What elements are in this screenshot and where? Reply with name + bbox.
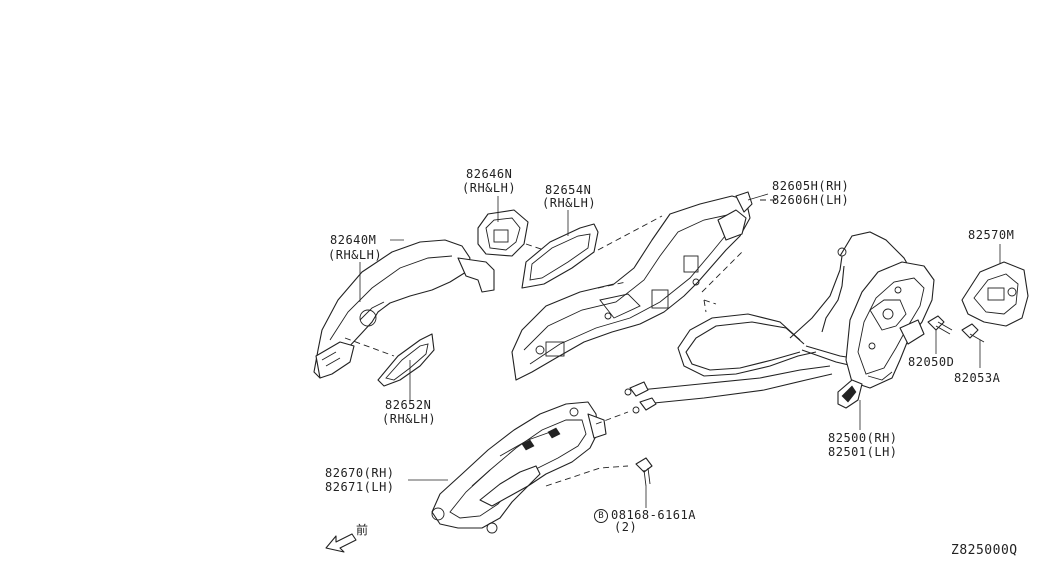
assembly-dashed-line — [545, 465, 629, 487]
part-number-82500: 82500(RH) — [828, 431, 898, 445]
part-qualifier-82640m: (RH&LH) — [328, 248, 383, 262]
gasket-82652n-part[interactable] — [377, 333, 435, 387]
part-number-82646n: 82646N — [466, 167, 513, 181]
gasket-82654n-part[interactable] — [521, 223, 599, 289]
bolt-circle-mark: B — [594, 509, 608, 523]
striker-82570m-part[interactable] — [961, 261, 1029, 327]
part-number-82606h: 82606H(LH) — [772, 193, 850, 207]
assembly-dashed-line — [703, 199, 780, 313]
escutcheon-82646n-part[interactable] — [477, 209, 529, 257]
part-number-82501: 82501(LH) — [828, 445, 898, 459]
leader-lines — [359, 193, 1001, 508]
screw-82053a-part[interactable] — [961, 323, 985, 343]
inside-handle-part[interactable] — [431, 401, 607, 534]
door-cables — [624, 231, 915, 414]
assembly-dashed-line — [597, 281, 627, 289]
part-number-82654n: 82654N — [545, 183, 592, 197]
bolt-quantity: (2) — [614, 520, 638, 534]
outside-handle-part[interactable] — [313, 239, 495, 379]
diagram-code: Z825000Q — [951, 543, 1018, 558]
part-number-82053a: 82053A — [954, 371, 1001, 385]
part-number-82671: 82671(LH) — [325, 480, 395, 494]
assembly-dashed-line — [597, 215, 663, 251]
screw-82050d-part[interactable] — [927, 315, 953, 335]
bolt-part-number: 08168-6161A — [611, 508, 696, 522]
part-number-82050d: 82050D — [908, 355, 955, 369]
assembly-dashed-line — [595, 411, 629, 425]
assembly-dashed-line — [701, 251, 743, 305]
door-lock-actuator-part[interactable] — [837, 261, 935, 409]
part-number-82652n: 82652N — [385, 398, 432, 412]
part-number-82670: 82670(RH) — [325, 466, 395, 480]
part-number-82605h: 82605H(RH) — [772, 179, 850, 193]
bolt-08168-part[interactable] — [635, 457, 653, 487]
front-arrow-icon — [325, 533, 357, 553]
part-qualifier-82654n: (RH&LH) — [542, 196, 597, 210]
front-direction-label: 前 — [356, 523, 369, 537]
part-qualifier-82652n: (RH&LH) — [382, 412, 437, 426]
part-number-82640m: 82640M — [330, 233, 377, 247]
handle-frame-part[interactable] — [511, 191, 753, 381]
part-number-82570m: 82570M — [968, 228, 1015, 242]
assembly-dashed-line — [344, 337, 395, 357]
bolt-circle-letter: B — [598, 511, 604, 521]
part-qualifier-82646n: (RH&LH) — [462, 181, 517, 195]
